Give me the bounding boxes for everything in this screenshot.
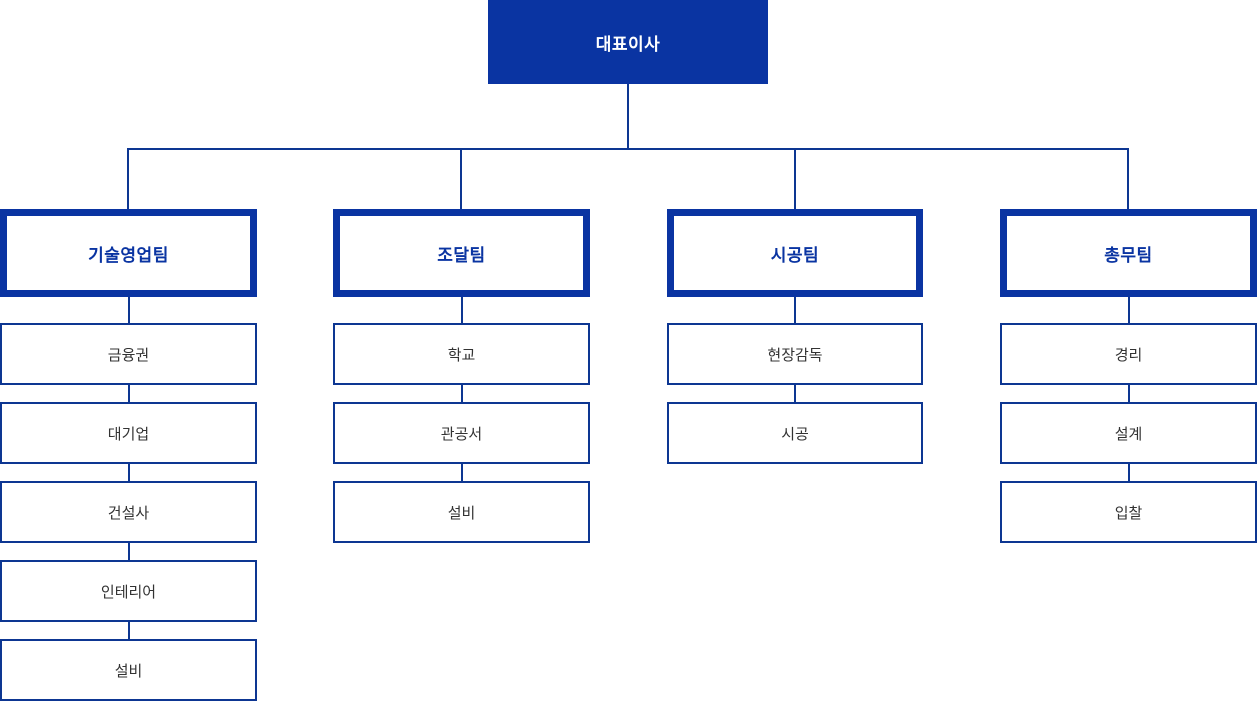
connector-line	[127, 385, 130, 402]
member-box: 인테리어	[0, 560, 257, 622]
member-box: 설비	[333, 481, 590, 543]
member-box: 금융권	[0, 323, 257, 385]
member-box: 설계	[1000, 402, 1257, 464]
team-box-procurement: 조달팀	[333, 209, 590, 297]
connector-line	[460, 297, 463, 323]
team-box-construction: 시공팀	[667, 209, 923, 297]
connector-drop-procurement	[460, 148, 462, 209]
member-box: 관공서	[333, 402, 590, 464]
member-box: 경리	[1000, 323, 1257, 385]
member-box: 건설사	[0, 481, 257, 543]
connector-drop-construction	[794, 148, 796, 209]
connector-root-stem	[627, 84, 629, 148]
member-box: 시공	[667, 402, 923, 464]
member-box: 학교	[333, 323, 590, 385]
team-box-tech-sales: 기술영업팀	[0, 209, 257, 297]
connector-line	[127, 622, 130, 639]
connector-line	[460, 464, 463, 481]
connector-drop-tech-sales	[127, 148, 129, 209]
connector-line	[127, 464, 130, 481]
member-box: 대기업	[0, 402, 257, 464]
column-tech-sales: 기술영업팀 금융권 대기업 건설사 인테리어 설비	[0, 209, 257, 701]
connector-line	[127, 543, 130, 560]
ceo-box: 대표이사	[488, 0, 768, 84]
connector-line	[794, 297, 796, 323]
connector-line	[1127, 297, 1130, 323]
connector-line	[460, 385, 463, 402]
connector-line	[794, 385, 796, 402]
connector-line	[1127, 464, 1130, 481]
team-box-general-affairs: 총무팀	[1000, 209, 1257, 297]
connector-line	[127, 297, 130, 323]
member-box: 설비	[0, 639, 257, 701]
connector-drop-general-affairs	[1127, 148, 1129, 209]
column-construction: 시공팀 현장감독 시공	[667, 209, 923, 464]
connector-line	[1127, 385, 1130, 402]
column-procurement: 조달팀 학교 관공서 설비	[333, 209, 590, 543]
column-general-affairs: 총무팀 경리 설계 입찰	[1000, 209, 1257, 543]
member-box: 현장감독	[667, 323, 923, 385]
member-box: 입찰	[1000, 481, 1257, 543]
connector-spine	[128, 148, 1129, 150]
